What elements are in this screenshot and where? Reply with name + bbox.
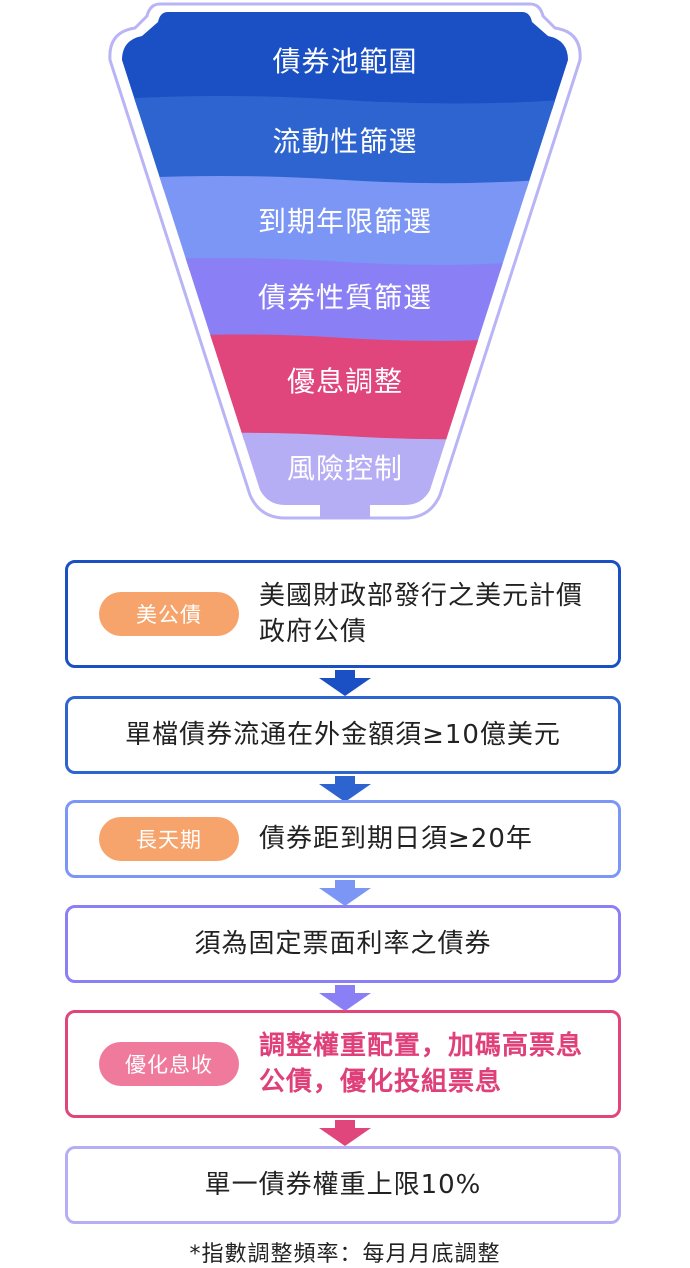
tag-yield-optimization: 優化息收 bbox=[99, 1042, 239, 1086]
step-box-liquidity: 單檔債券流通在外金額須≥10億美元 bbox=[65, 696, 621, 774]
funnel-layer-liquidity bbox=[122, 96, 568, 190]
tag-long-duration: 長天期 bbox=[99, 817, 239, 861]
arrow-down-icon bbox=[319, 670, 371, 696]
arrow-down-icon bbox=[319, 880, 371, 906]
step-box-fixed-rate: 須為固定票面利率之債券 bbox=[65, 905, 621, 983]
funnel-label-risk: 風險控制 bbox=[287, 452, 403, 485]
tag-us-treasury: 美公債 bbox=[99, 592, 239, 636]
arrow-down-icon bbox=[319, 1120, 371, 1146]
funnel-diagram: 債券池範圍 流動性篩選 到期年限篩選 債券性質篩選 優息調整 風險控制 bbox=[0, 0, 690, 525]
funnel-label-yield: 優息調整 bbox=[287, 365, 403, 398]
step-box-weight-cap: 單一債券權重上限10% bbox=[65, 1146, 621, 1224]
step-text-long-duration: 債券距到期日須≥20年 bbox=[259, 824, 533, 854]
step-text-yield-optimization: 調整權重配置，加碼高票息公債，優化投組票息 bbox=[259, 1031, 584, 1097]
funnel-layer-maturity bbox=[122, 176, 568, 270]
step-text-liquidity: 單檔債券流通在外金額須≥10億美元 bbox=[125, 720, 561, 750]
arrow-down-icon bbox=[319, 985, 371, 1011]
step-box-us-treasury: 美公債 美國財政部發行之美元計價政府公債 bbox=[65, 560, 621, 668]
footnote: *指數調整頻率：每月月底調整 bbox=[189, 1242, 501, 1267]
funnel-label-nature: 債券性質篩選 bbox=[258, 281, 432, 314]
step-text-weight-cap: 單一債券權重上限10% bbox=[204, 1170, 482, 1200]
funnel-layer-pool bbox=[122, 12, 568, 110]
funnel-label-maturity: 到期年限篩選 bbox=[258, 205, 432, 238]
funnel-label-pool: 債券池範圍 bbox=[272, 45, 417, 78]
step-box-yield-optimization: 優化息收 調整權重配置，加碼高票息公債，優化投組票息 bbox=[65, 1010, 621, 1118]
funnel-svg: 債券池範圍 流動性篩選 到期年限篩選 債券性質篩選 優息調整 風險控制 bbox=[108, 2, 582, 520]
step-box-long-duration: 長天期 債券距到期日須≥20年 bbox=[65, 800, 621, 878]
funnel-stem bbox=[320, 505, 370, 519]
funnel-layer-nature bbox=[122, 256, 568, 345]
step-text-fixed-rate: 須為固定票面利率之債券 bbox=[194, 929, 492, 959]
step-text-us-treasury: 美國財政部發行之美元計價政府公債 bbox=[259, 581, 584, 647]
arrow-down-icon bbox=[319, 776, 371, 802]
funnel-label-liquidity: 流動性篩選 bbox=[272, 125, 417, 158]
